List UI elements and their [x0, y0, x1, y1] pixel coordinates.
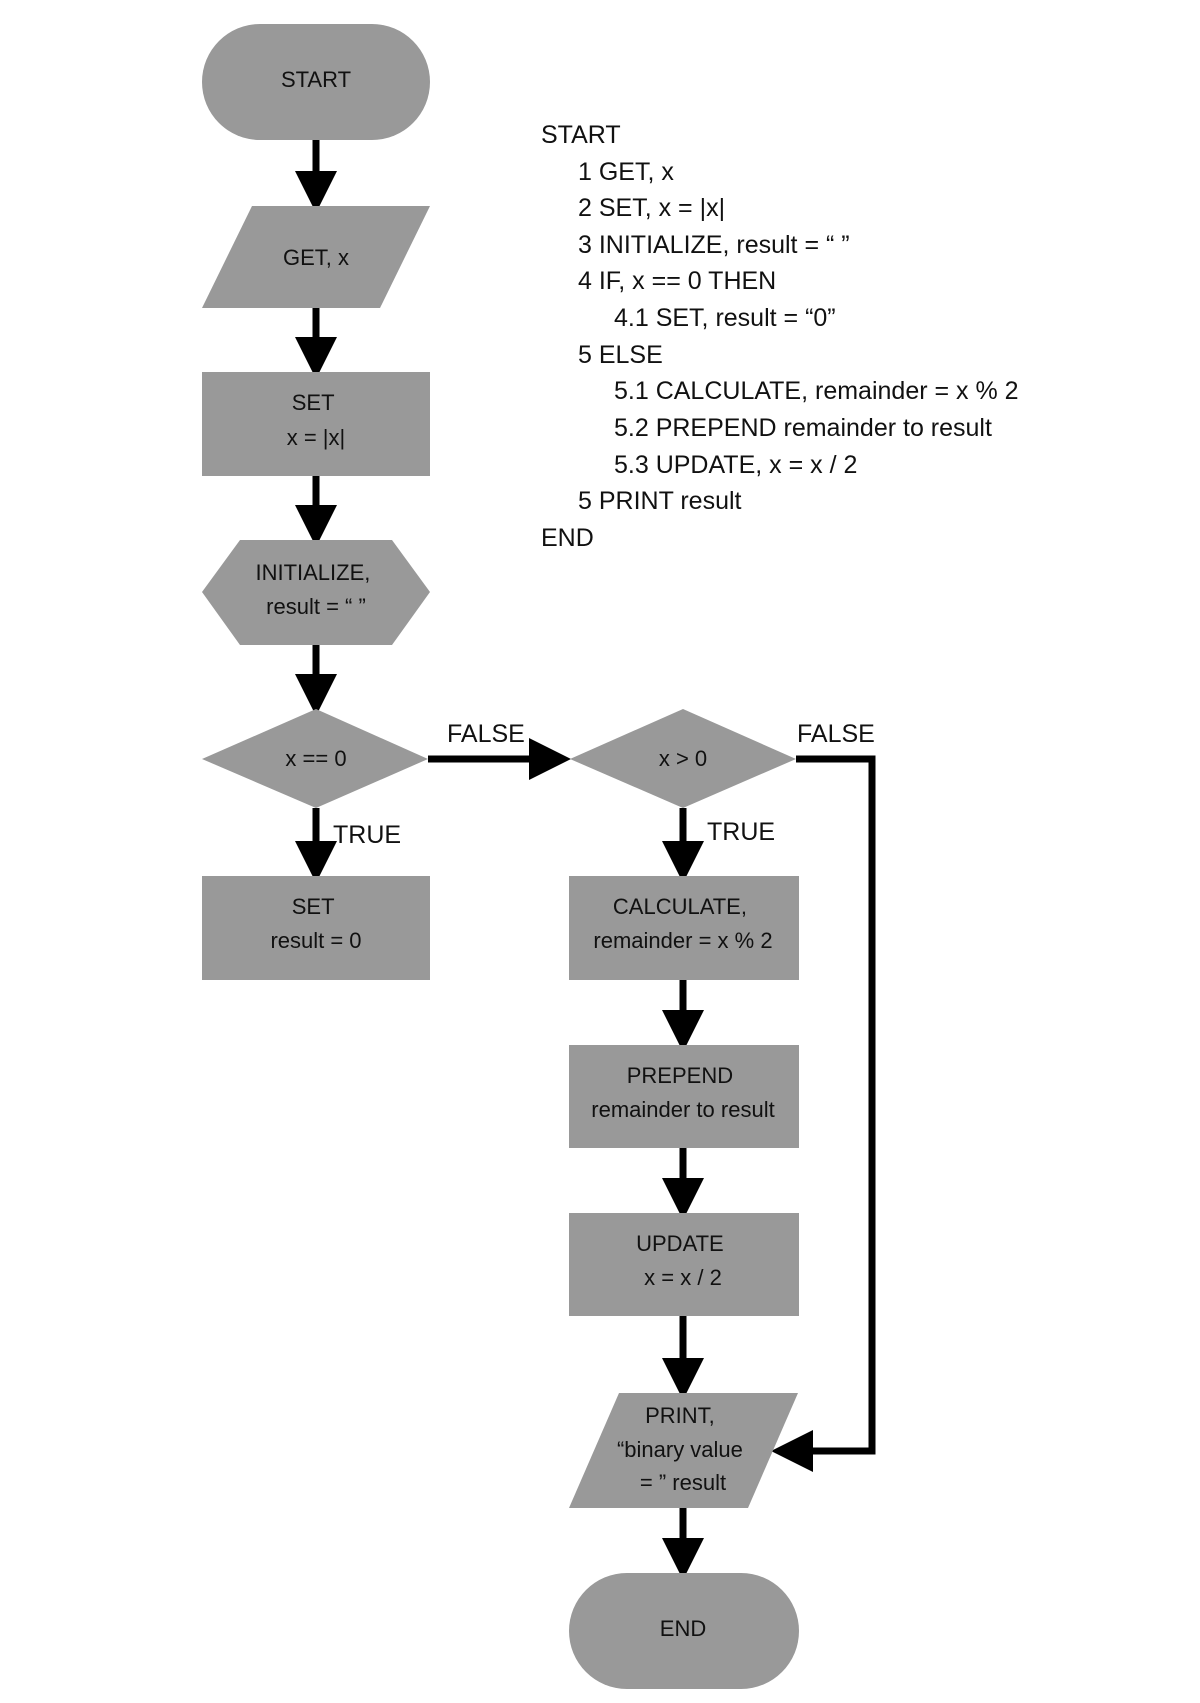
edge-label-zero-true: TRUE	[333, 821, 401, 849]
pseudocode-line: 5.1 CALCULATE, remainder = x % 2	[614, 377, 1019, 405]
calculate-label-line-2: remainder = x % 2	[593, 928, 772, 953]
print-label: PRINT, “binary value = ” result	[617, 1403, 749, 1495]
cond-zero-label-line: x == 0	[285, 746, 346, 771]
print-node: PRINT, “binary value = ” result	[569, 1393, 798, 1508]
set-zero-label-line-2: result = 0	[270, 928, 361, 953]
start-node: START	[202, 24, 430, 140]
prepend-node: PREPEND remainder to result	[569, 1045, 799, 1148]
set-abs-label: SET x = |x|	[287, 390, 346, 450]
set-zero-label-line-1: SET	[292, 894, 334, 919]
cond-zero-label: x == 0	[285, 746, 346, 771]
cond-zero-node: x == 0	[202, 709, 428, 808]
calculate-label: CALCULATE, remainder = x % 2	[593, 894, 772, 953]
edge-labels: FALSE TRUE FALSE TRUE	[333, 720, 875, 849]
print-output-shape	[569, 1393, 798, 1508]
set-abs-label-line-1: SET	[292, 390, 334, 415]
cond-pos-node: x > 0	[570, 709, 796, 808]
connectors	[295, 140, 876, 1580]
start-label: START	[281, 67, 351, 92]
start-label-line: START	[281, 67, 351, 92]
get-input-label: GET, x	[283, 245, 349, 270]
edge-label-pos-true: TRUE	[707, 818, 775, 846]
initialize-label-line-2: result = “ ”	[266, 594, 366, 619]
calculate-shape	[569, 876, 799, 980]
get-input-shape	[202, 206, 430, 308]
pseudocode-line: 5 ELSE	[578, 341, 663, 369]
prepend-label-line-1: PREPEND	[627, 1063, 733, 1088]
print-label-line-3: = ” result	[640, 1470, 726, 1495]
cond-zero-decision-shape	[202, 709, 428, 808]
print-label-line-2: “binary value	[617, 1437, 743, 1462]
update-shape	[569, 1213, 799, 1316]
initialize-label: INITIALIZE, result = “ ”	[255, 560, 376, 619]
pseudocode-line: 4.1 SET, result = “0”	[614, 304, 836, 332]
pseudocode-line: 5.3 UPDATE, x = x / 2	[614, 451, 857, 479]
cond-pos-decision-shape	[570, 709, 796, 808]
cond-pos-label: x > 0	[659, 746, 707, 771]
update-label: UPDATE x = x / 2	[636, 1231, 730, 1290]
pseudocode-block: START 1 GET, x 2 SET, x = |x| 3 INITIALI…	[541, 121, 1019, 552]
calculate-node: CALCULATE, remainder = x % 2	[569, 876, 799, 980]
set-zero-node: SET result = 0	[202, 876, 430, 980]
end-label-line: END	[660, 1616, 706, 1641]
pseudocode-line: START	[541, 121, 621, 149]
get-input-label-line: GET, x	[283, 245, 349, 270]
update-node: UPDATE x = x / 2	[569, 1213, 799, 1316]
end-label: END	[660, 1616, 706, 1641]
get-input-node: GET, x	[202, 206, 430, 308]
set-abs-shape	[202, 372, 430, 476]
update-label-line-2: x = x / 2	[644, 1265, 722, 1290]
initialize-preparation-shape	[202, 540, 430, 645]
pseudocode-line: 2 SET, x = |x|	[578, 194, 725, 222]
end-node: END	[569, 1573, 799, 1689]
pseudocode-line: 3 INITIALIZE, result = “ ”	[578, 231, 850, 259]
cond-pos-label-line: x > 0	[659, 746, 707, 771]
prepend-label: PREPEND remainder to result	[591, 1063, 774, 1122]
update-label-line-1: UPDATE	[636, 1231, 724, 1256]
print-label-line-1: PRINT,	[645, 1403, 715, 1428]
end-terminator-shape	[569, 1573, 799, 1689]
start-terminator-shape	[202, 24, 430, 140]
pseudocode-line: 4 IF, x == 0 THEN	[578, 267, 776, 295]
pseudocode-line: END	[541, 524, 594, 552]
edge-cond-pos-false	[771, 755, 876, 1472]
prepend-label-line-2: remainder to result	[591, 1097, 774, 1122]
pseudocode-line: 5.2 PREPEND remainder to result	[614, 414, 992, 442]
set-abs-node: SET x = |x|	[202, 372, 430, 476]
pseudocode-line: 5 PRINT result	[578, 487, 742, 515]
set-abs-label-line-2: x = |x|	[287, 425, 346, 450]
pseudocode-line: 1 GET, x	[578, 158, 674, 186]
set-zero-shape	[202, 876, 430, 980]
edge-label-pos-false: FALSE	[797, 720, 875, 748]
nodes: START GET, x SET x = |x| INITIALIZE, res…	[202, 24, 799, 1689]
initialize-node: INITIALIZE, result = “ ”	[202, 540, 430, 645]
set-zero-label: SET result = 0	[270, 894, 361, 953]
prepend-shape	[569, 1045, 799, 1148]
calculate-label-line-1: CALCULATE,	[613, 894, 747, 919]
edge-label-zero-false: FALSE	[447, 720, 525, 748]
initialize-label-line-1: INITIALIZE,	[255, 560, 370, 585]
